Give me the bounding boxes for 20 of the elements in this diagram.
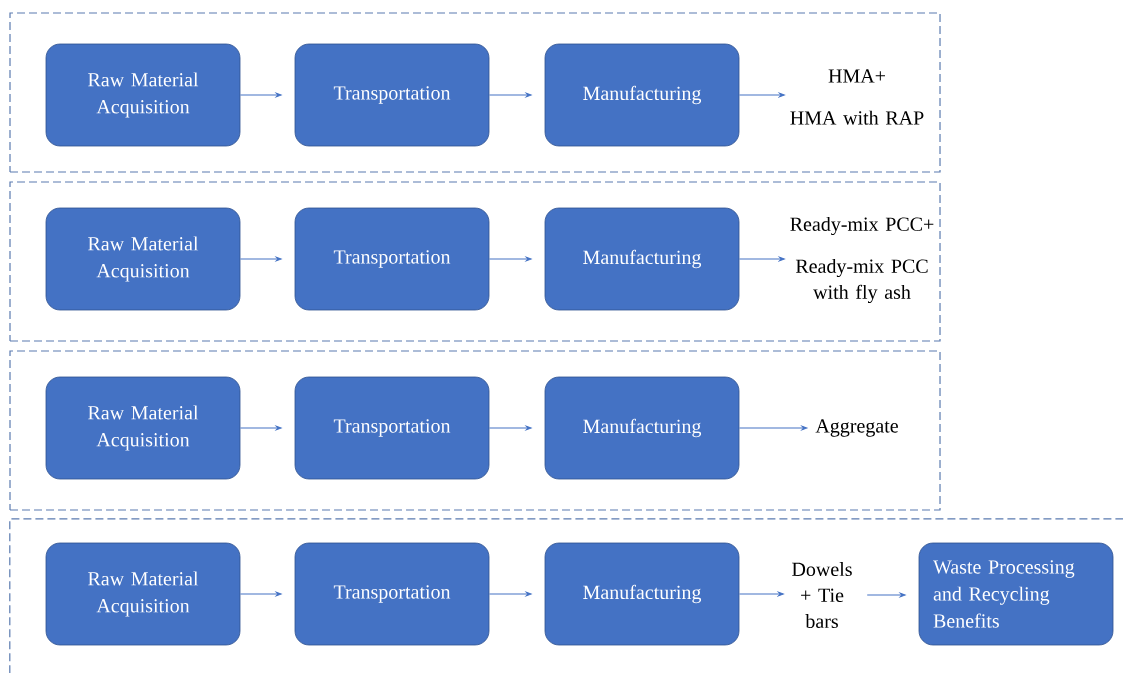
process-box: Transportation (294, 207, 490, 311)
product-label: Dowels + Tie bars (792, 561, 852, 629)
process-box: Raw Material Acquisition (45, 542, 241, 646)
product-label: Aggregate (815, 419, 898, 437)
process-box: Manufacturing (544, 43, 740, 147)
product-label: HMA+ HMA with RAP (790, 69, 924, 125)
process-box: Transportation (294, 542, 490, 646)
process-box: Raw Material Acquisition (45, 43, 241, 147)
process-box: Transportation (294, 376, 490, 480)
dashed-frame (9, 350, 941, 511)
process-box: Manufacturing (544, 207, 740, 311)
dashed-frame (9, 181, 941, 342)
process-box: Transportation (294, 43, 490, 147)
process-box: Raw Material Acquisition (45, 376, 241, 480)
product-label: Ready-mix PCC+ Ready-mix PCC with fly ash (790, 216, 934, 304)
dashed-frame (9, 12, 941, 173)
process-box: Manufacturing (544, 542, 740, 646)
process-box: Waste Processing and Recycling Benefits (918, 542, 1114, 646)
process-box: Raw Material Acquisition (45, 207, 241, 311)
process-box: Manufacturing (544, 376, 740, 480)
